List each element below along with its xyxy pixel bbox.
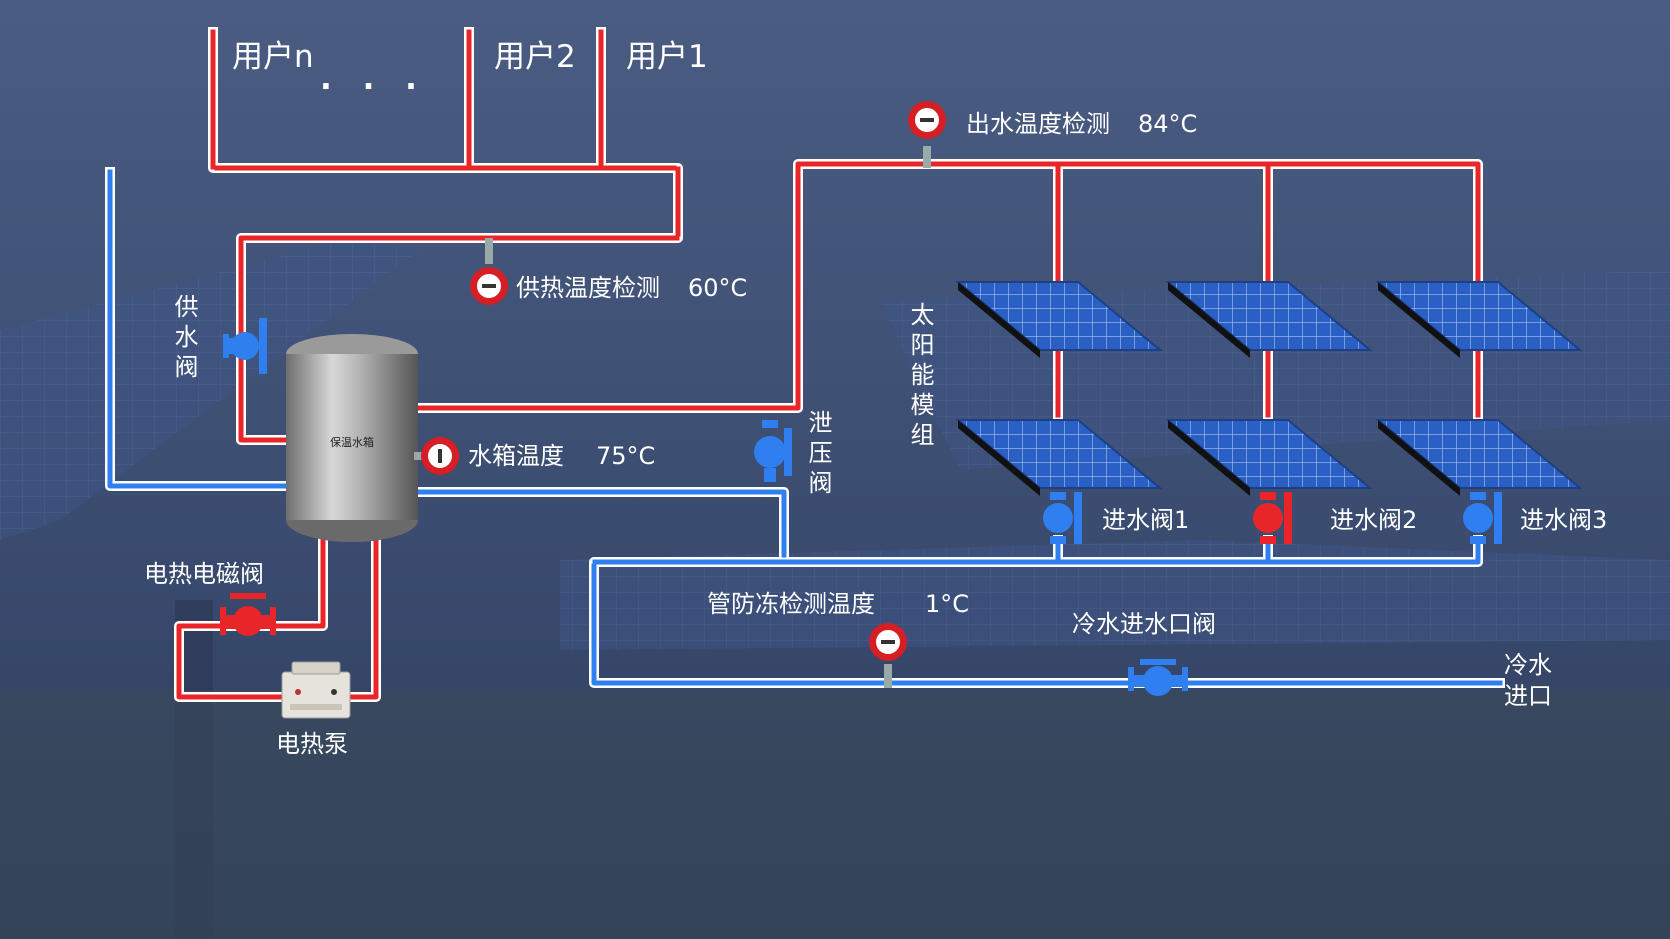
users-ellipsis: . . . <box>320 61 427 97</box>
solar-panel <box>955 281 1163 358</box>
cold-water-inlet-label: 冷水进口 <box>1504 651 1552 710</box>
grass-field <box>0 690 1670 939</box>
antifreeze-temp-sensor-icon[interactable] <box>869 623 907 688</box>
supply-valve-icon[interactable] <box>223 318 267 374</box>
supply-temp-sensor-icon[interactable] <box>470 238 508 305</box>
tank-temp-value: 75°C <box>596 442 656 470</box>
cold-pipes <box>105 167 1505 688</box>
electric-pump-label: 电热泵 <box>276 730 348 758</box>
supply-temp-label: 供热温度检测 <box>516 274 660 302</box>
inlet-valve-3-icon[interactable] <box>1463 492 1502 544</box>
inlet-valve-2-icon[interactable] <box>1253 492 1292 544</box>
inlet-valve-1-icon[interactable] <box>1043 492 1082 544</box>
antifreeze-temp-value: 1°C <box>925 590 970 618</box>
outlet-temp-value: 84°C <box>1138 110 1198 138</box>
antifreeze-temp-label: 管防冻检测温度 <box>707 590 875 618</box>
inlet-valve-3-label: 进水阀3 <box>1520 506 1608 534</box>
outlet-temp-label: 出水温度检测 <box>966 110 1110 138</box>
solar-panel <box>1165 419 1373 496</box>
electric-solenoid-valve-label: 电热电磁阀 <box>144 560 264 588</box>
insulated-water-tank[interactable] <box>286 334 418 542</box>
solar-module-label: 太阳能模组 <box>906 302 934 452</box>
solar-panel <box>1375 419 1583 496</box>
hot-pipes <box>174 27 1483 702</box>
solar-panel <box>955 419 1163 496</box>
solar-panel <box>1165 281 1373 358</box>
supply-valve-label: 供水阀 <box>170 294 198 384</box>
user-2-label: 用户2 <box>494 39 576 75</box>
tank-label: 保温水箱 <box>330 436 374 449</box>
cold-water-inlet-valve-label: 冷水进水口阀 <box>1072 610 1216 638</box>
outlet-temp-sensor-icon[interactable] <box>908 101 946 168</box>
tank-temp-sensor-icon[interactable] <box>414 437 459 475</box>
electric-heat-pump-icon[interactable] <box>281 661 351 719</box>
user-n-label: 用户n <box>232 39 314 75</box>
supply-temp-value: 60°C <box>688 274 748 302</box>
relief-valve-label: 泄压阀 <box>804 410 832 500</box>
relief-valve-icon[interactable] <box>754 420 792 482</box>
inlet-valve-1-label: 进水阀1 <box>1102 506 1190 534</box>
inlet-valve-2-label: 进水阀2 <box>1330 506 1418 534</box>
tank-temp-label: 水箱温度 <box>468 442 564 470</box>
solar-panel <box>1375 281 1583 358</box>
user-1-label: 用户1 <box>626 39 708 75</box>
solar-panel-array <box>955 281 1583 496</box>
cold-water-inlet-valve-icon[interactable] <box>1128 659 1188 696</box>
electric-solenoid-valve-icon[interactable] <box>220 593 276 636</box>
